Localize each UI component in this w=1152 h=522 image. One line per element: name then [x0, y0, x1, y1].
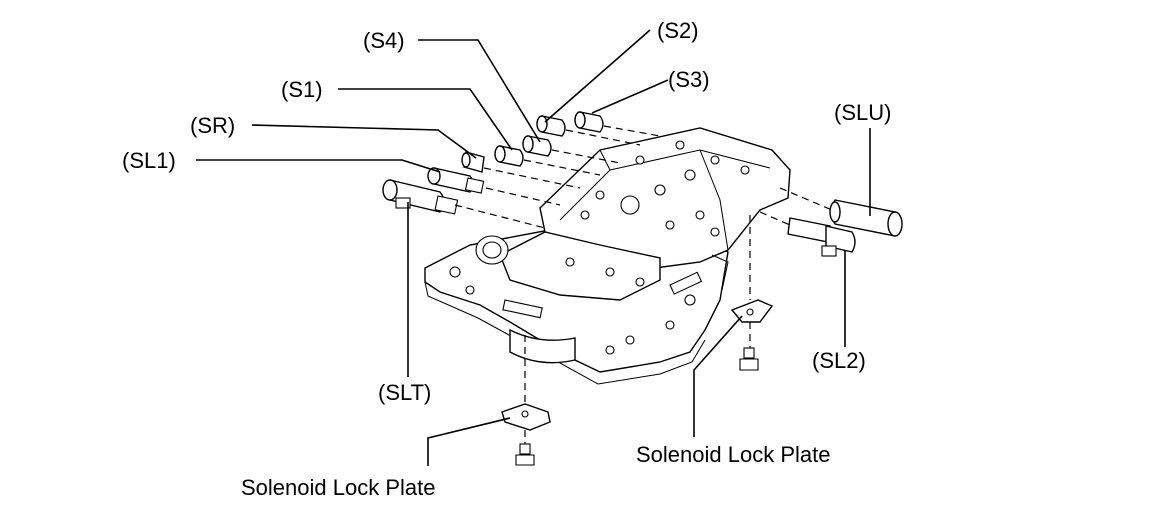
label-lock-plate-right: Solenoid Lock Plate	[636, 442, 830, 467]
solenoid-sl1	[427, 167, 485, 194]
lock-plate-left	[501, 403, 551, 431]
solenoid-s3	[574, 111, 604, 133]
label-sr: (SR)	[190, 113, 235, 138]
label-s3: (S3)	[668, 67, 710, 92]
bolt-left	[515, 443, 535, 466]
label-s1: (S1)	[281, 77, 323, 102]
lock-plate-right	[730, 299, 774, 323]
label-sl2: (SL2)	[812, 348, 866, 373]
solenoid-s1	[494, 145, 524, 167]
label-s2: (S2)	[657, 18, 699, 43]
leader-lines	[196, 29, 871, 466]
solenoid-slt	[382, 179, 459, 215]
valve-body	[424, 127, 791, 385]
label-s4: (S4)	[363, 28, 405, 53]
solenoid-sr	[461, 151, 485, 173]
assembly-lines	[454, 125, 833, 444]
solenoid-slu	[829, 199, 903, 237]
label-slt: (SLT)	[378, 380, 431, 405]
label-lock-plate-left: Solenoid Lock Plate	[241, 475, 435, 500]
label-sl1: (SL1)	[122, 148, 176, 173]
bolt-right	[739, 347, 759, 371]
solenoid-sl2	[787, 217, 856, 257]
solenoid-s4	[522, 135, 552, 157]
label-slu: (SLU)	[834, 100, 891, 125]
solenoid-s2	[536, 115, 566, 137]
